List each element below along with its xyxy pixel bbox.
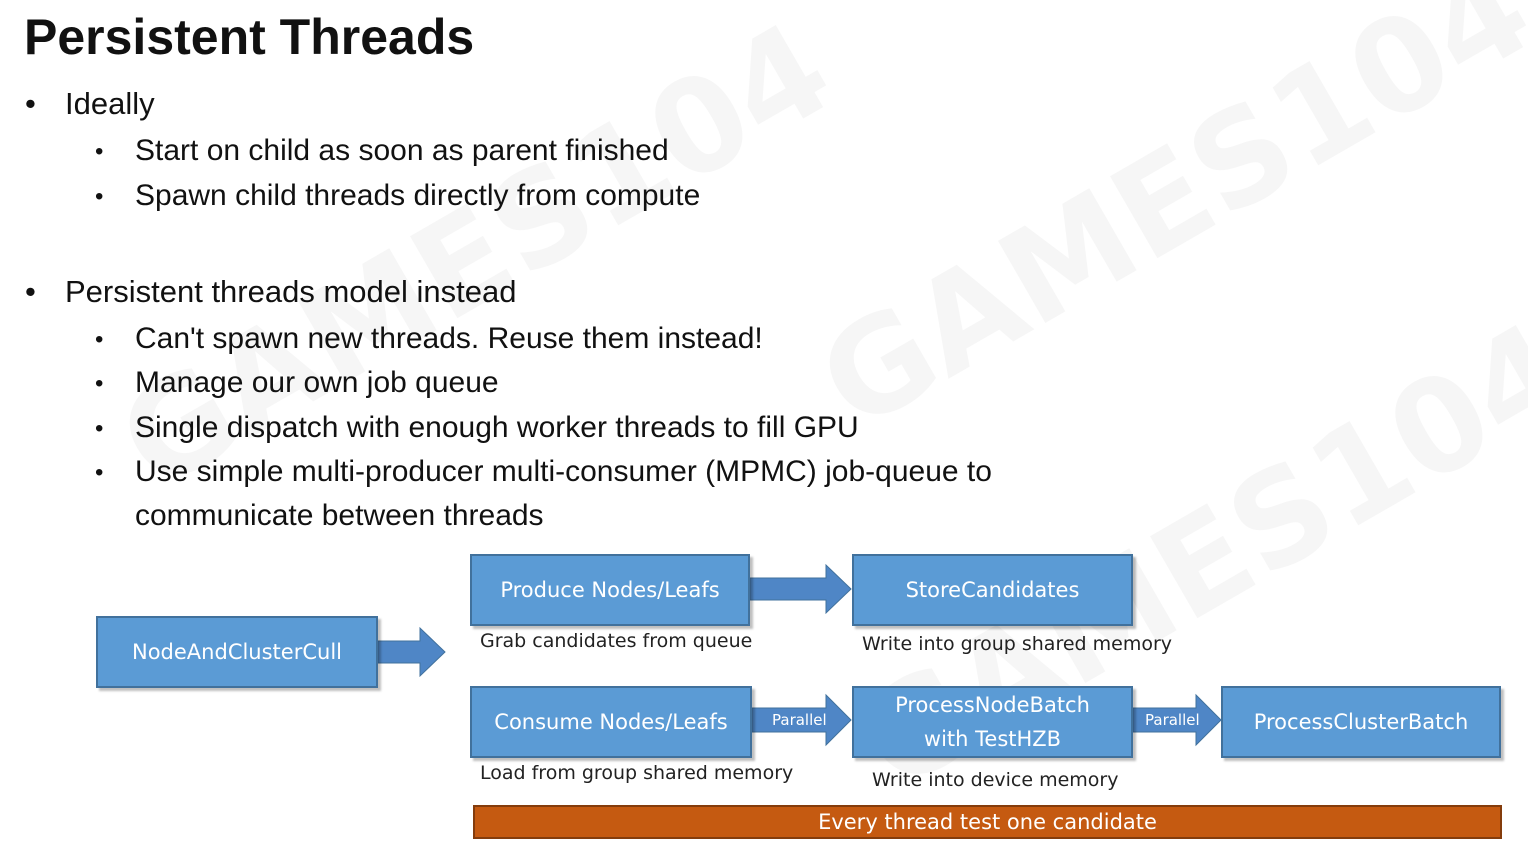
box-label: Produce Nodes/Leafs [500,578,720,602]
sub-bullet-text: Can't spawn new threads. Reuse them inst… [135,322,763,355]
box-label: StoreCandidates [905,578,1080,602]
sub-bullet-text: Start on child as soon as parent finishe… [135,134,669,167]
arrow-process-node-to-cluster [1132,693,1222,747]
box-label: ProcessNodeBatch with TestHZB [895,693,1090,751]
sub-bullet-text: Manage our own job queue [135,366,499,399]
bullet-dot: • [95,459,104,486]
sub-bullet-text: Spawn child threads directly from comput… [135,179,701,212]
caption-consume: Load from group shared memory [480,762,794,784]
arrow-consume-to-process-node [751,693,852,747]
bullet-dot: • [95,183,104,210]
sub-bullet-text: Use simple multi-producer multi-consumer… [135,455,992,488]
process-node-batch-box: ProcessNodeBatch with TestHZB [852,686,1133,758]
bullet-dot: • [25,86,36,121]
arrow-cull-to-queue [377,626,446,678]
bullet-persistent-threads: • Persistent threads model instead [25,274,517,310]
arrow-label-parallel: Parallel [1145,711,1200,729]
node-and-cluster-cull-box: NodeAndClusterCull [96,616,378,688]
consume-nodes-box: Consume Nodes/Leafs [470,686,752,758]
caption-store: Write into group shared memory [862,633,1173,655]
bullet-text: Ideally [65,86,155,121]
slide-title: Persistent Threads [24,9,475,65]
banner-label: Every thread test one candidate [818,810,1157,834]
sub-bullet-continuation: communicate between threads [135,499,544,533]
sub-bullet: • Can't spawn new threads. Reuse them in… [95,322,763,356]
sub-bullet-text: communicate between threads [135,499,544,532]
bullet-text: Persistent threads model instead [65,274,517,309]
caption-process-node: Write into device memory [872,769,1119,791]
bullet-dot: • [95,370,104,397]
bullet-dot: • [95,326,104,353]
arrow-produce-to-store [749,563,852,615]
bullet-dot: • [95,138,104,165]
bullet-ideally: • Ideally [25,86,155,122]
box-label: NodeAndClusterCull [132,640,342,664]
store-candidates-box: StoreCandidates [852,554,1133,626]
box-label: ProcessClusterBatch [1253,710,1469,734]
every-thread-banner: Every thread test one candidate [473,805,1502,839]
sub-bullet: • Start on child as soon as parent finis… [95,134,669,168]
process-cluster-batch-box: ProcessClusterBatch [1221,686,1501,758]
sub-bullet: • Single dispatch with enough worker thr… [95,411,859,445]
arrow-label-parallel: Parallel [772,711,827,729]
produce-nodes-box: Produce Nodes/Leafs [470,554,750,626]
bullet-dot: • [95,415,104,442]
sub-bullet: • Use simple multi-producer multi-consum… [95,455,992,489]
box-label: Consume Nodes/Leafs [494,710,728,734]
sub-bullet-text: Single dispatch with enough worker threa… [135,411,859,444]
bullet-dot: • [25,274,36,309]
sub-bullet: • Spawn child threads directly from comp… [95,179,701,213]
caption-produce: Grab candidates from queue [480,630,753,652]
sub-bullet: • Manage our own job queue [95,366,499,400]
